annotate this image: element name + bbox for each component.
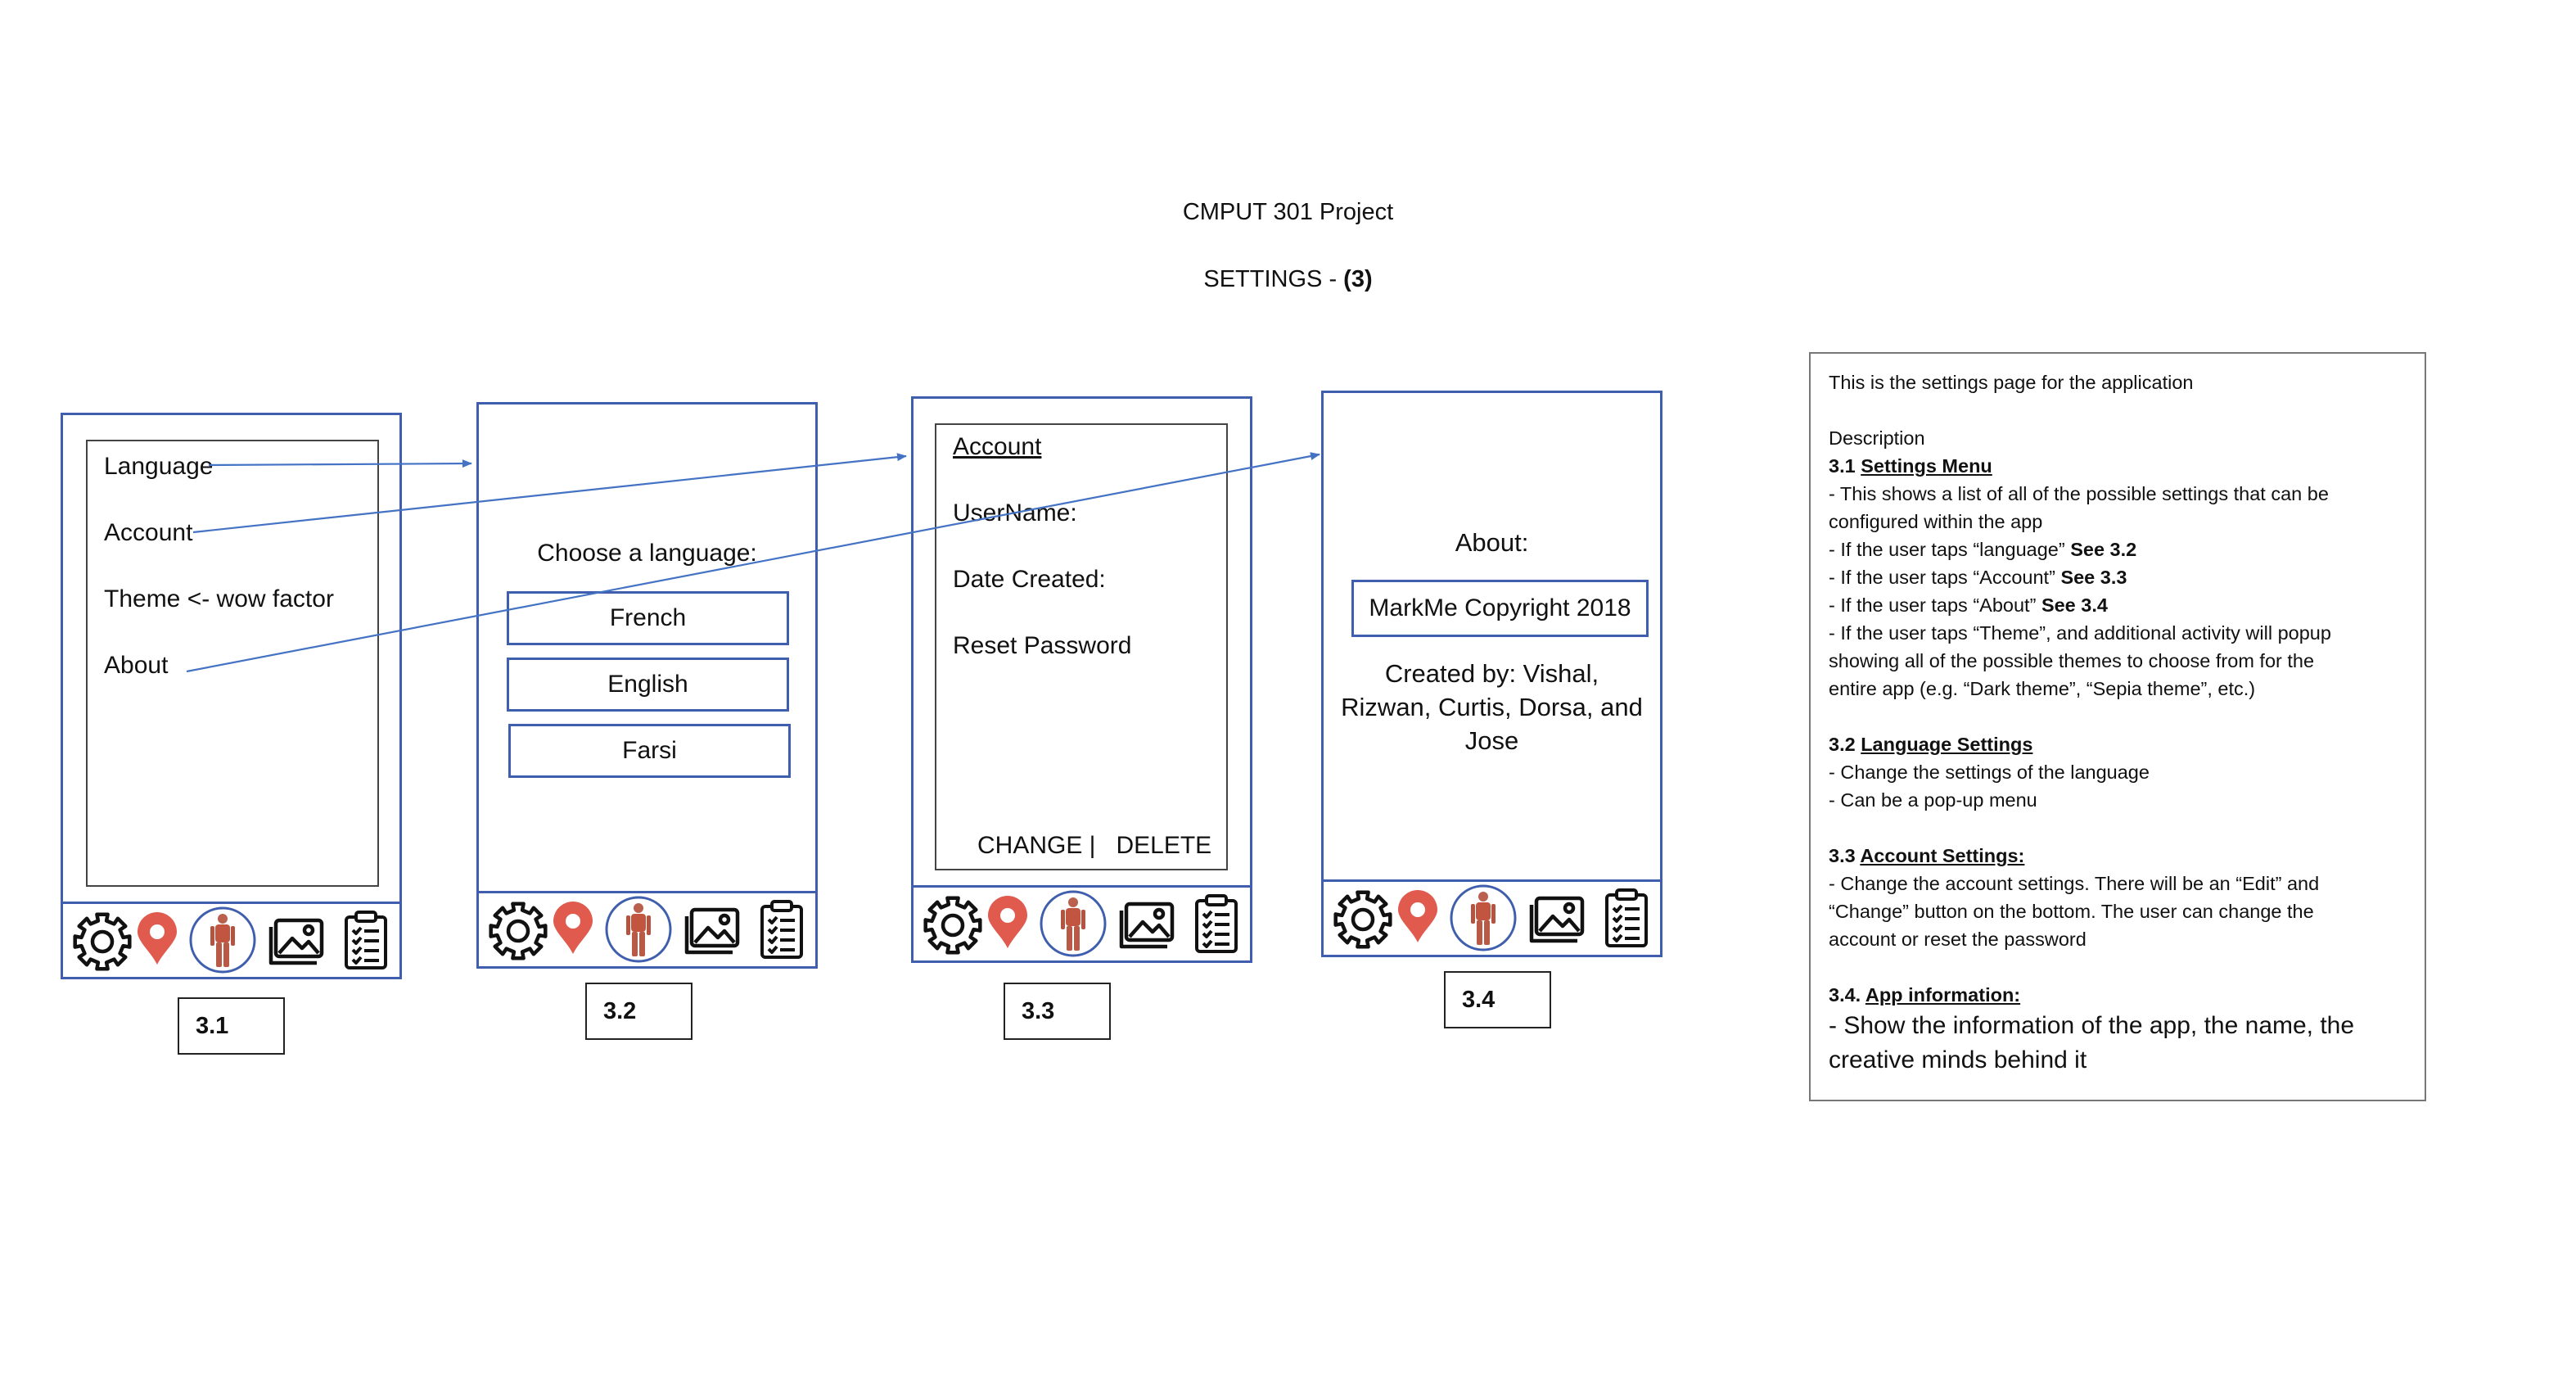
menu-item-about[interactable]: About	[104, 652, 169, 679]
section-3-1-theme: showing all of the possible themes to ch…	[1829, 650, 2315, 671]
credits-line-1: Created by: Vishal,	[1384, 659, 1599, 688]
gallery-icon	[1119, 902, 1175, 949]
location-pin-icon	[138, 912, 177, 965]
screen-app-information: About: MarkMe Copyright 2018 Created by:…	[1321, 391, 1662, 957]
location-pin-icon	[553, 902, 593, 954]
clipboard-checklist-icon	[345, 911, 387, 969]
section-3-1-line: - This shows a list of all of the possib…	[1829, 483, 2329, 504]
language-option-farsi[interactable]: Farsi	[508, 724, 791, 778]
description-intro: This is the settings page for the applic…	[1829, 372, 2194, 393]
section-3-3-line: account or reset the password	[1829, 929, 2087, 950]
change-delete-actions[interactable]: CHANGE | DELETE	[977, 832, 1212, 859]
section-3-1-title: 3.1 Settings Menu	[1829, 455, 1992, 477]
gear-icon	[1333, 890, 1392, 949]
page-title: CMPUT 301 Project	[1182, 199, 1394, 225]
menu-item-language[interactable]: Language	[104, 453, 214, 480]
bottom-tab-bar	[914, 885, 1250, 960]
date-created-field: Date Created:	[953, 566, 1106, 593]
anatomy-body-icon	[1040, 890, 1107, 957]
menu-item-account[interactable]: Account	[104, 519, 193, 546]
section-3-3-title: 3.3 Account Settings:	[1829, 845, 2025, 866]
section-3-4-title: 3.4. App information:	[1829, 984, 2021, 1006]
description-panel: This is the settings page for the applic…	[1809, 352, 2426, 1101]
screen-label-3-4: 3.4	[1444, 971, 1551, 1028]
gallery-icon	[268, 918, 324, 965]
bottom-tab-bar	[479, 891, 815, 966]
clipboard-checklist-icon	[760, 900, 803, 959]
copyright-box: MarkMe Copyright 2018	[1351, 580, 1649, 637]
reset-password-link[interactable]: Reset Password	[953, 632, 1132, 659]
username-field: UserName:	[953, 499, 1077, 527]
language-option-english[interactable]: English	[507, 658, 789, 712]
description-heading: Description	[1829, 427, 1925, 449]
account-heading: Account	[953, 433, 1042, 460]
gear-icon	[73, 912, 132, 971]
section-3-4-line: - Show the information of the app, the n…	[1829, 1012, 2355, 1039]
location-pin-icon	[988, 896, 1027, 948]
clipboard-checklist-icon	[1195, 894, 1238, 953]
menu-item-theme[interactable]: Theme <- wow factor	[104, 585, 334, 612]
section-3-2-line: - Can be a pop-up menu	[1829, 789, 2037, 811]
anatomy-body-icon	[605, 896, 672, 963]
choose-language-prompt: Choose a language:	[537, 540, 757, 567]
screen-language-settings: Choose a language: French English Farsi	[476, 402, 818, 969]
about-heading: About:	[1455, 528, 1529, 557]
anatomy-body-icon	[189, 906, 256, 974]
section-3-3-line: “Change” button on the bottom. The user …	[1829, 901, 2314, 922]
section-3-1-theme: entire app (e.g. “Dark theme”, “Sepia th…	[1829, 678, 2256, 699]
page-subtitle: SETTINGS - (3)	[1203, 266, 1373, 292]
section-3-1-language: - If the user taps “language” See 3.2	[1829, 539, 2137, 560]
screen-settings-menu: Language Account Theme <- wow factor Abo…	[61, 413, 402, 979]
credits-line-2: Rizwan, Curtis, Dorsa, and	[1341, 693, 1643, 721]
section-3-1-account: - If the user taps “Account” See 3.3	[1829, 567, 2127, 588]
section-3-1-about: - If the user taps “About” See 3.4	[1829, 594, 2108, 616]
section-3-2-title: 3.2 Language Settings	[1829, 734, 2033, 755]
gear-icon	[923, 896, 982, 955]
screen-label-3-3: 3.3	[1004, 983, 1111, 1040]
bottom-tab-bar	[1324, 879, 1660, 955]
section-3-1-theme: - If the user taps “Theme”, and addition…	[1829, 622, 2331, 644]
anatomy-body-icon	[1450, 884, 1517, 951]
language-option-french[interactable]: French	[507, 591, 789, 645]
section-3-3-line: - Change the account settings. There wil…	[1829, 873, 2320, 894]
bottom-tab-bar	[63, 902, 399, 977]
screen-label-3-1: 3.1	[178, 997, 285, 1055]
section-3-1-line: configured within the app	[1829, 511, 2043, 532]
gallery-icon	[1529, 896, 1585, 943]
gear-icon	[489, 902, 548, 960]
credits-line-3: Jose	[1464, 726, 1519, 755]
section-3-4-line: creative minds behind it	[1829, 1046, 2087, 1073]
gallery-icon	[684, 907, 740, 955]
screen-account-settings: Account UserName: Date Created: Reset Pa…	[911, 396, 1252, 963]
section-3-2-line: - Change the settings of the language	[1829, 762, 2150, 783]
clipboard-checklist-icon	[1605, 888, 1648, 947]
location-pin-icon	[1398, 890, 1437, 942]
screen-label-3-2: 3.2	[585, 983, 692, 1040]
